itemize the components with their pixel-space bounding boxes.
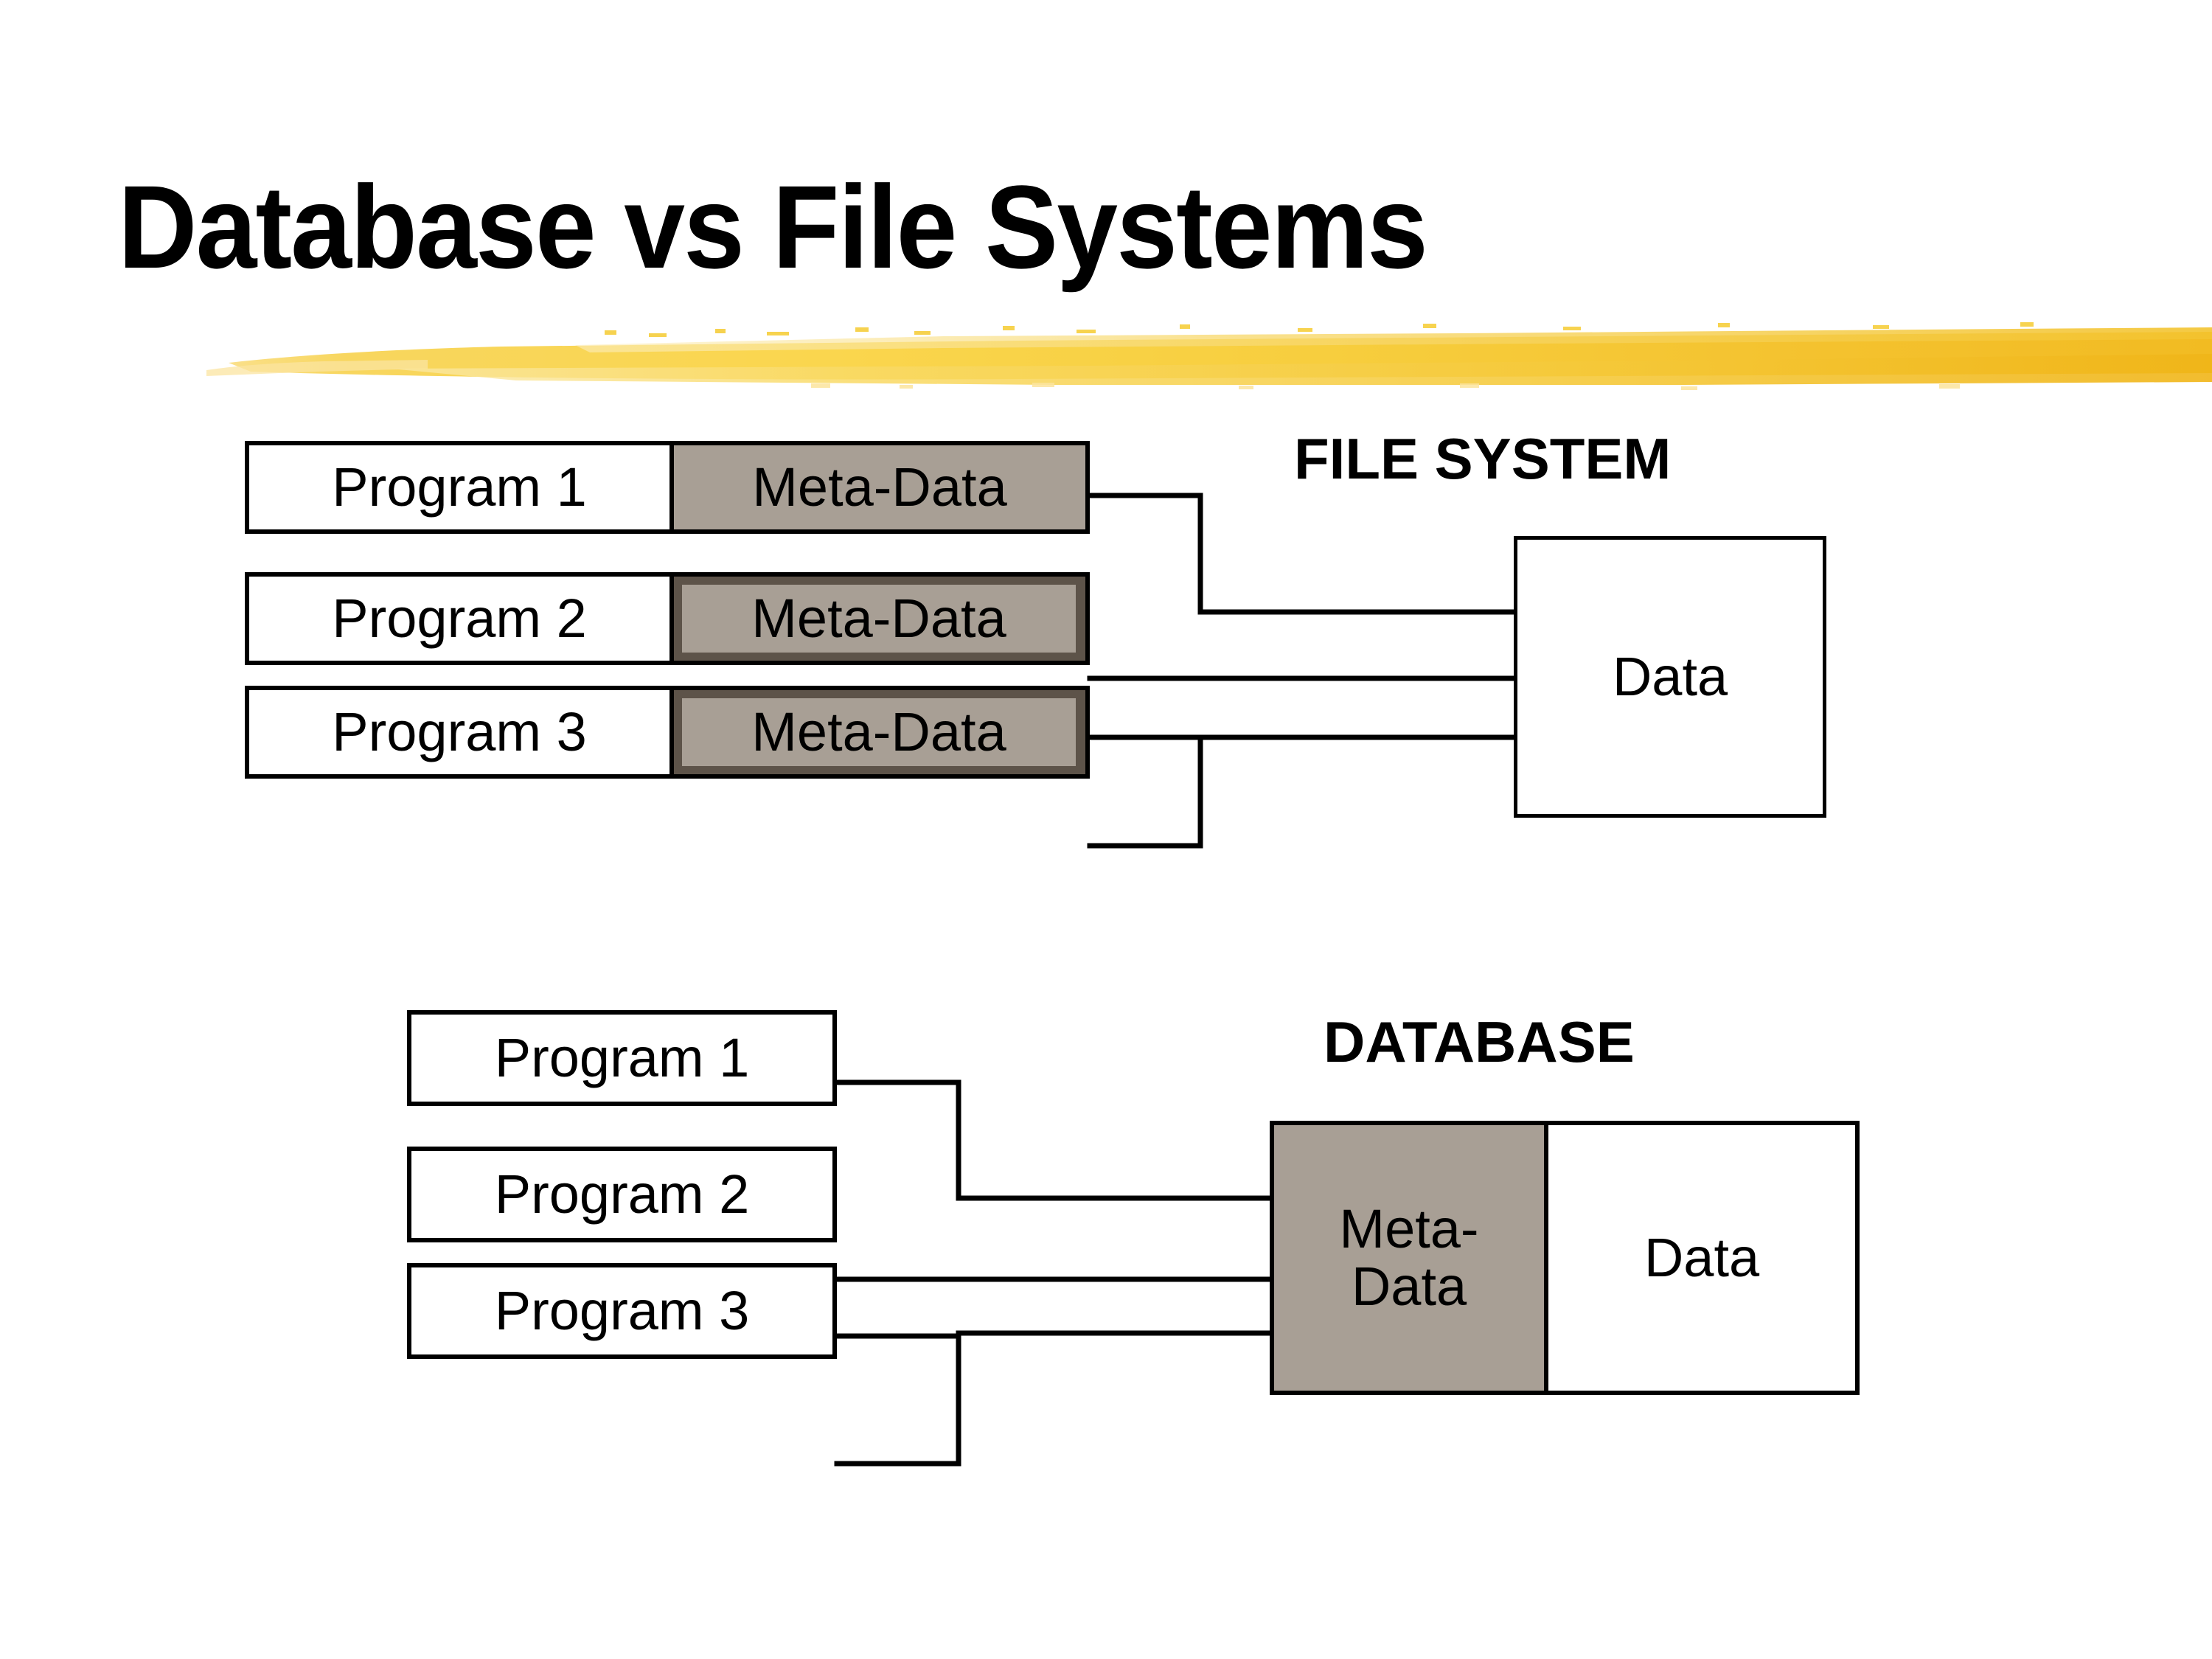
connector-fs-1 bbox=[1087, 493, 1517, 615]
connector-fs-3b bbox=[1087, 736, 1203, 849]
meta-data-cell-3: Meta-Data bbox=[669, 690, 1085, 774]
connector-db-1 bbox=[834, 1079, 1273, 1201]
program-label: Program 1 bbox=[332, 456, 587, 518]
program-cell-1: Program 1 bbox=[249, 445, 669, 529]
meta-data-cell-1: Meta-Data bbox=[669, 445, 1085, 529]
meta-data-label: Meta- Data bbox=[1339, 1198, 1479, 1317]
connector-db-3b bbox=[834, 1332, 961, 1467]
meta-data-label: Meta-Data bbox=[751, 701, 1006, 763]
meta-data-label: Meta-Data bbox=[752, 456, 1007, 518]
file-system-row-3[interactable]: Program 3 Meta-Data bbox=[245, 686, 1090, 779]
database-heading: DATABASE bbox=[1324, 1009, 1635, 1074]
program-cell-3: Program 3 bbox=[249, 690, 669, 774]
database-meta-data-cell: Meta- Data bbox=[1274, 1125, 1548, 1391]
program-label: Program 3 bbox=[332, 701, 587, 763]
yellow-brush-stroke-decoration bbox=[206, 322, 2212, 390]
database-data-cell: Data bbox=[1548, 1125, 1855, 1391]
connector-db-3 bbox=[834, 1330, 1273, 1339]
program-label: Program 1 bbox=[494, 1027, 750, 1089]
data-label: Data bbox=[1612, 646, 1728, 708]
database-program-box-3[interactable]: Program 3 bbox=[407, 1263, 837, 1359]
meta-data-cell-2: Meta-Data bbox=[669, 577, 1085, 661]
meta-data-label: Meta-Data bbox=[751, 588, 1006, 650]
data-label: Data bbox=[1644, 1227, 1760, 1289]
database-program-box-1[interactable]: Program 1 bbox=[407, 1010, 837, 1106]
page-title: Database vs File Systems bbox=[118, 161, 1428, 293]
program-label: Program 2 bbox=[332, 588, 587, 650]
database-program-box-2[interactable]: Program 2 bbox=[407, 1147, 837, 1242]
program-cell-2: Program 2 bbox=[249, 577, 669, 661]
database-store-box[interactable]: Meta- Data Data bbox=[1270, 1121, 1860, 1395]
file-system-row-2[interactable]: Program 2 Meta-Data bbox=[245, 572, 1090, 665]
file-system-data-box[interactable]: Data bbox=[1514, 536, 1826, 818]
program-label: Program 3 bbox=[494, 1280, 750, 1342]
file-system-heading: FILE SYSTEM bbox=[1294, 426, 1672, 491]
file-system-row-1[interactable]: Program 1 Meta-Data bbox=[245, 441, 1090, 534]
program-label: Program 2 bbox=[494, 1164, 750, 1225]
